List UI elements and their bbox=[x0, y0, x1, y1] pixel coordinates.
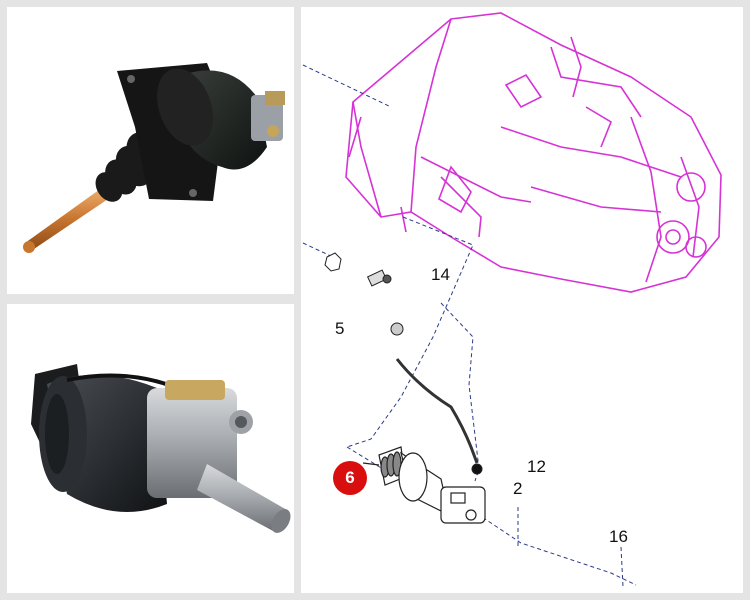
callout-2: 2 bbox=[513, 479, 523, 498]
clutch-booster-drawing bbox=[362, 446, 486, 524]
callout-5: 5 bbox=[335, 319, 345, 338]
clutch-booster-photo-illustration-2 bbox=[31, 364, 291, 533]
small-parts bbox=[324, 252, 483, 475]
clutch-booster-photo-illustration bbox=[23, 63, 285, 253]
photo-clutch-booster-bottom bbox=[7, 304, 294, 593]
callout-6-label: 6 bbox=[345, 468, 355, 487]
callout-16: 16 bbox=[609, 527, 628, 546]
photo-clutch-booster-top bbox=[7, 7, 294, 294]
gearbox-line-drawing bbox=[302, 12, 722, 588]
callout-6-badge: 6 bbox=[333, 461, 367, 495]
gearbox-outline bbox=[345, 12, 722, 293]
parts-diagram: 14 5 12 2 16 6 bbox=[301, 7, 743, 593]
callout-12: 12 bbox=[527, 457, 546, 476]
callout-14: 14 bbox=[431, 265, 450, 284]
